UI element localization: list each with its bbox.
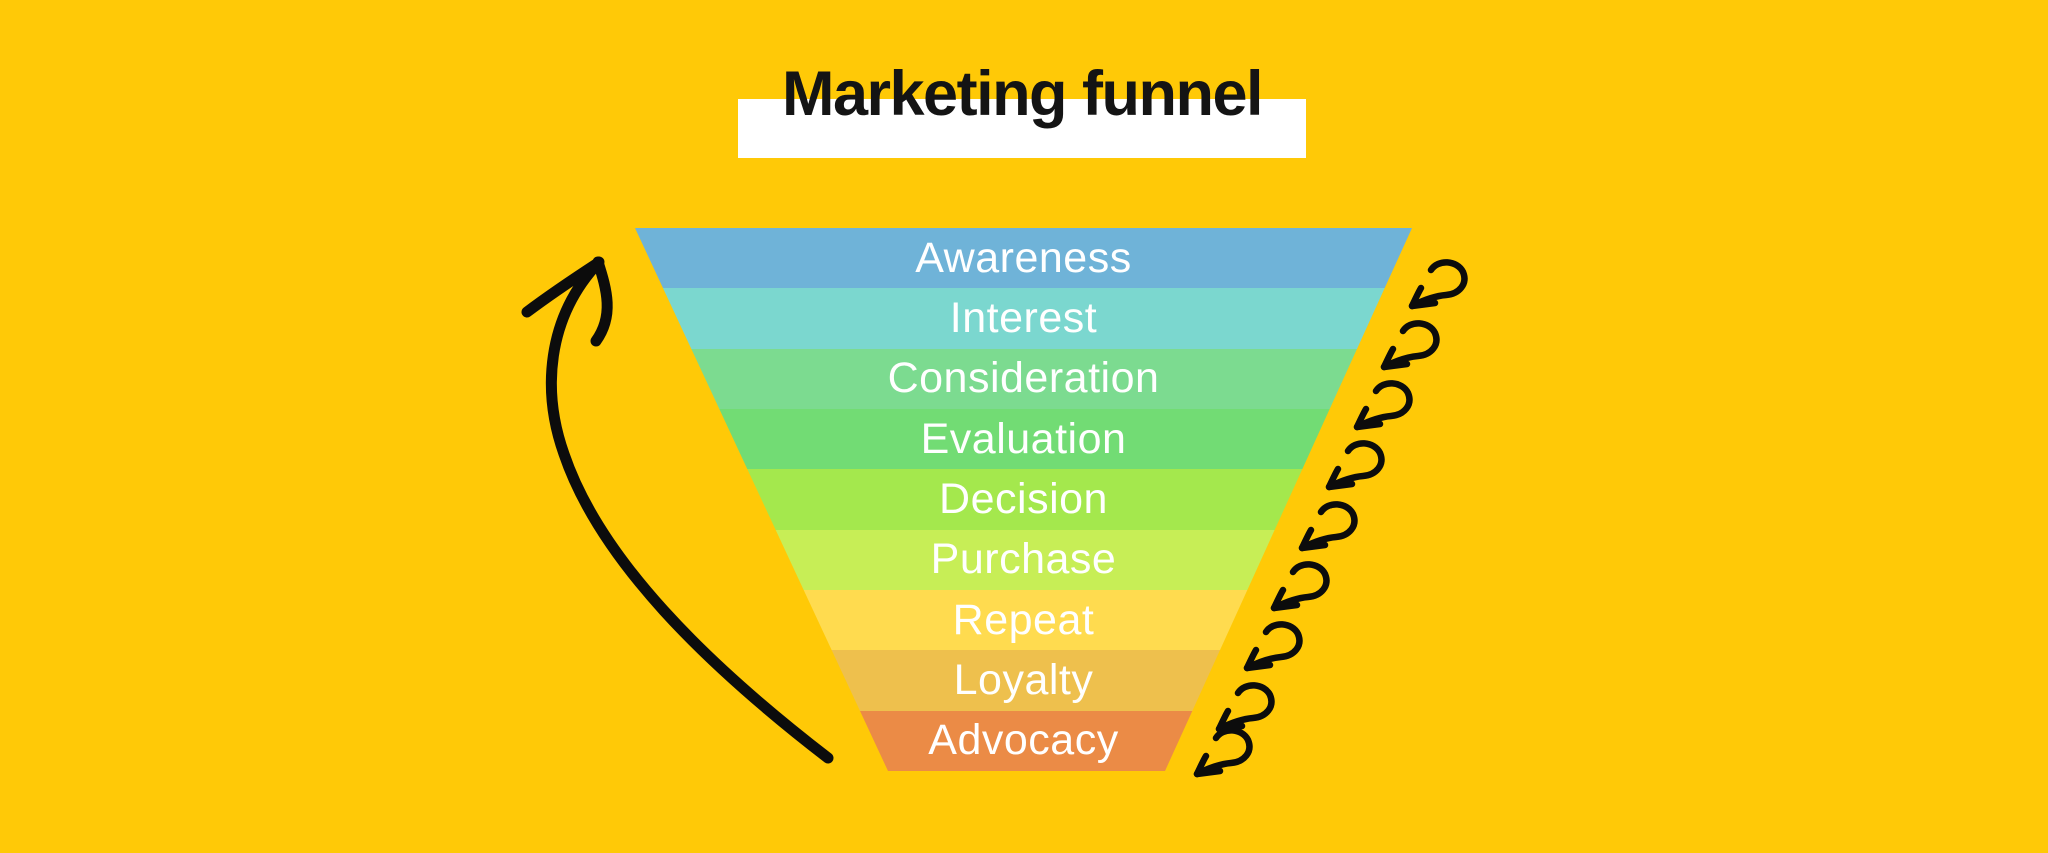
funnel-stage-label: Advocacy xyxy=(928,716,1119,765)
funnel-stage-evaluation: Evaluation xyxy=(635,408,1412,470)
funnel-stage-label: Consideration xyxy=(887,354,1160,403)
loopback-arrow-icon xyxy=(1302,504,1354,548)
funnel-stage-loyalty: Loyalty xyxy=(635,650,1412,711)
funnel-stage-consideration: Consideration xyxy=(635,348,1412,409)
funnel-stage-label: Loyalty xyxy=(953,655,1094,704)
title-highlight-bar xyxy=(738,99,1306,158)
page-title: Marketing funnel xyxy=(781,59,1264,129)
loopback-arrow-icon xyxy=(1329,443,1381,487)
funnel-stage-awareness: Awareness xyxy=(635,228,1412,289)
funnel-stage-label: Awareness xyxy=(915,233,1132,282)
funnel-stage-label: Decision xyxy=(939,474,1108,523)
funnel-stage-interest: Interest xyxy=(635,288,1412,349)
funnel-stage-label: Evaluation xyxy=(920,414,1127,463)
funnel-stage-label: Purchase xyxy=(930,535,1117,584)
loopback-arrow-icon xyxy=(1197,730,1249,774)
marketing-funnel: Awareness Interest Consideration Evaluat… xyxy=(635,228,1412,771)
loopback-arrow-icon xyxy=(1357,383,1409,427)
funnel-stage-purchase: Purchase xyxy=(635,529,1412,590)
funnel-stage-label: Interest xyxy=(949,293,1098,342)
funnel-stage-decision: Decision xyxy=(635,469,1412,530)
funnel-stage-label: Repeat xyxy=(952,595,1095,644)
loopback-arrow-icon xyxy=(1219,685,1271,729)
loopback-arrow-icon xyxy=(1247,624,1299,668)
funnel-stage-advocacy: Advocacy xyxy=(635,710,1412,771)
loopback-arrow-icon xyxy=(1384,323,1436,367)
loopback-arrow-icon xyxy=(1274,564,1326,608)
loopback-arrow-icon xyxy=(1412,262,1464,306)
funnel-stage-repeat: Repeat xyxy=(635,589,1412,651)
